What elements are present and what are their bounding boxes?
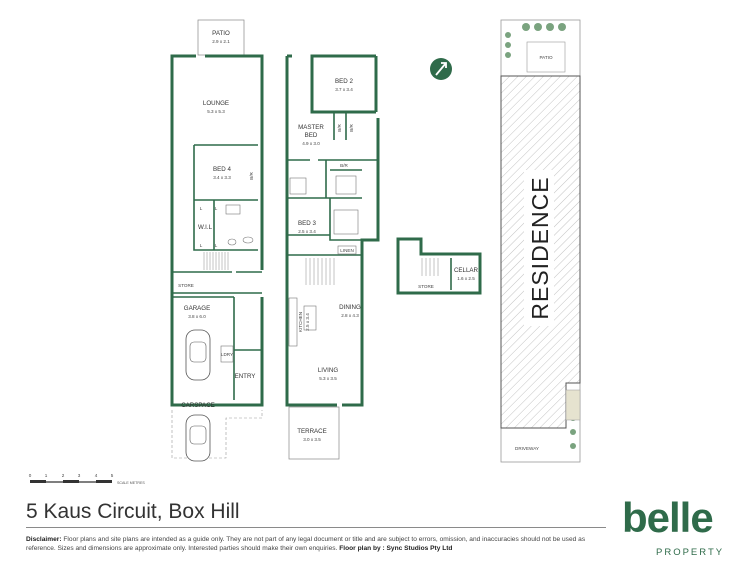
bed2-br-label: B/R xyxy=(349,123,354,131)
terrace xyxy=(288,406,340,460)
cellar-dims: 1.6 x 2.5 xyxy=(457,276,475,281)
wil-label: W.I.L xyxy=(198,224,213,231)
bed3-br-label: B/R xyxy=(340,163,348,168)
scale-tick-1: 1 xyxy=(45,473,48,478)
scale-tick-5: 5 xyxy=(111,473,114,478)
first-interior-walls xyxy=(287,112,378,256)
carspace-label: CARSPACE xyxy=(181,402,215,409)
terrace-dims: 3.0 x 3.5 xyxy=(303,437,321,442)
carspace-outline xyxy=(171,410,263,459)
bathroom-vanity xyxy=(225,204,241,215)
toilet-icon xyxy=(227,238,237,246)
stair-icon xyxy=(203,252,229,270)
store1-label: STORE xyxy=(178,283,194,288)
cellar-wall xyxy=(396,237,482,295)
shower-icon xyxy=(289,177,307,195)
l-label-4: L xyxy=(215,243,218,248)
l-label-1: L xyxy=(200,206,203,211)
scale-tick-2: 2 xyxy=(62,473,65,478)
basin-icon xyxy=(242,236,254,244)
property-address-title: 5 Kaus Circuit, Box Hill xyxy=(26,500,240,523)
car-icon xyxy=(185,414,211,462)
kitchen-island xyxy=(303,305,317,331)
patio-top-label: PATIO xyxy=(212,30,230,37)
disclaimer-text: Floor plans and site plans are intended … xyxy=(26,536,586,553)
kitchen-dims: 2.5 x 3.4 xyxy=(305,313,310,331)
bed2-label: BED 2 xyxy=(335,78,353,85)
master-br-label: B/R xyxy=(337,123,342,131)
residence-label-group: RESIDENCE xyxy=(524,170,554,326)
bed3-dims: 2.5 x 3.4 xyxy=(298,229,316,234)
shower-icon-2 xyxy=(333,209,359,235)
bed4-label: BED 4 xyxy=(213,166,231,173)
bed4-br-label: B/R xyxy=(249,171,254,179)
bed4-dims: 3.4 x 3.3 xyxy=(213,175,231,180)
brand-wordmark: belle xyxy=(622,494,714,541)
scale-bar: 0 1 2 3 4 5 SCALE METRES xyxy=(29,473,146,485)
brand-subtitle: PROPERTY xyxy=(656,547,725,558)
disclaimer-label: Disclaimer: xyxy=(26,536,62,543)
linen-cupboard xyxy=(337,245,357,255)
floorplan-credit: Floor plan by : Sync Studios Pty Ltd xyxy=(339,545,453,553)
cellar-label: CELLAR xyxy=(454,267,479,274)
brand-logo: belle PROPERTY xyxy=(620,494,722,562)
lounge-dims: 5.3 x 5.3 xyxy=(207,109,225,114)
l-label-3: L xyxy=(200,243,203,248)
linen-label: LINEN xyxy=(340,248,354,253)
master-label: MASTER xyxy=(298,124,324,131)
kitchen-bench xyxy=(288,297,298,347)
scale-tick-0: 0 xyxy=(29,473,32,478)
cellar-plan: STORE CELLAR 1.6 x 2.5 xyxy=(396,237,482,295)
dining-dims: 2.8 x 4.3 xyxy=(341,313,359,318)
master-dims: 4.9 x 3.0 xyxy=(302,141,320,146)
garage-label: GARAGE xyxy=(184,305,210,312)
patio-top-dims: 2.9 x 2.1 xyxy=(212,39,230,44)
patio-top xyxy=(197,19,245,56)
living-label: LIVING xyxy=(318,367,338,374)
floor-plan: PATIO 2.9 x 2.1 LOUNGE 5.3 x 5.3 BED 4 3… xyxy=(29,19,581,485)
site-plan: PATIO RESIDENCE DRIVEWAY xyxy=(500,19,581,463)
driveway-label: DRIVEWAY xyxy=(515,446,539,451)
garden-strip xyxy=(565,389,581,421)
disclaimer: Disclaimer: Floor plans and site plans a… xyxy=(26,535,611,553)
first-floor: BED 2 3.7 x 3.4 MASTER BED 4.9 x 3.0 B/R… xyxy=(285,54,380,460)
scale-tick-3: 3 xyxy=(78,473,81,478)
master-label-2: BED xyxy=(305,132,318,139)
terrace-label: TERRACE xyxy=(297,428,327,435)
lndry-label: LDRY xyxy=(221,352,233,357)
car-icon xyxy=(185,329,211,381)
stair-icon xyxy=(305,258,335,285)
dining-label: DINING xyxy=(339,304,361,311)
scale-tick-4: 4 xyxy=(95,473,98,478)
ground-floor: PATIO 2.9 x 2.1 LOUNGE 5.3 x 5.3 BED 4 3… xyxy=(170,19,264,462)
stair-icon xyxy=(421,258,439,276)
kitchen-label: KITCHEN xyxy=(298,312,303,332)
l-label-2: L xyxy=(215,206,218,211)
bed2-dims: 3.7 x 3.4 xyxy=(335,87,353,92)
ground-outer-wall xyxy=(170,54,264,407)
store2-label: STORE xyxy=(418,284,434,289)
living-dims: 5.3 x 3.5 xyxy=(319,376,337,381)
bath-icon xyxy=(335,175,357,195)
site-patio-label: PATIO xyxy=(539,55,553,60)
entry-label: ENTRY xyxy=(235,373,256,380)
laundry-tub xyxy=(220,345,234,363)
residence-label: RESIDENCE xyxy=(527,176,553,319)
bed3-label: BED 3 xyxy=(298,220,316,227)
footer-divider xyxy=(26,527,606,528)
compass-north-icon xyxy=(430,58,452,80)
ground-interior-walls xyxy=(172,144,262,400)
site-patio xyxy=(526,41,566,73)
lounge-label: LOUNGE xyxy=(203,100,229,107)
scale-unit: SCALE METRES xyxy=(117,481,145,485)
garage-dims: 3.8 x 6.0 xyxy=(188,314,206,319)
